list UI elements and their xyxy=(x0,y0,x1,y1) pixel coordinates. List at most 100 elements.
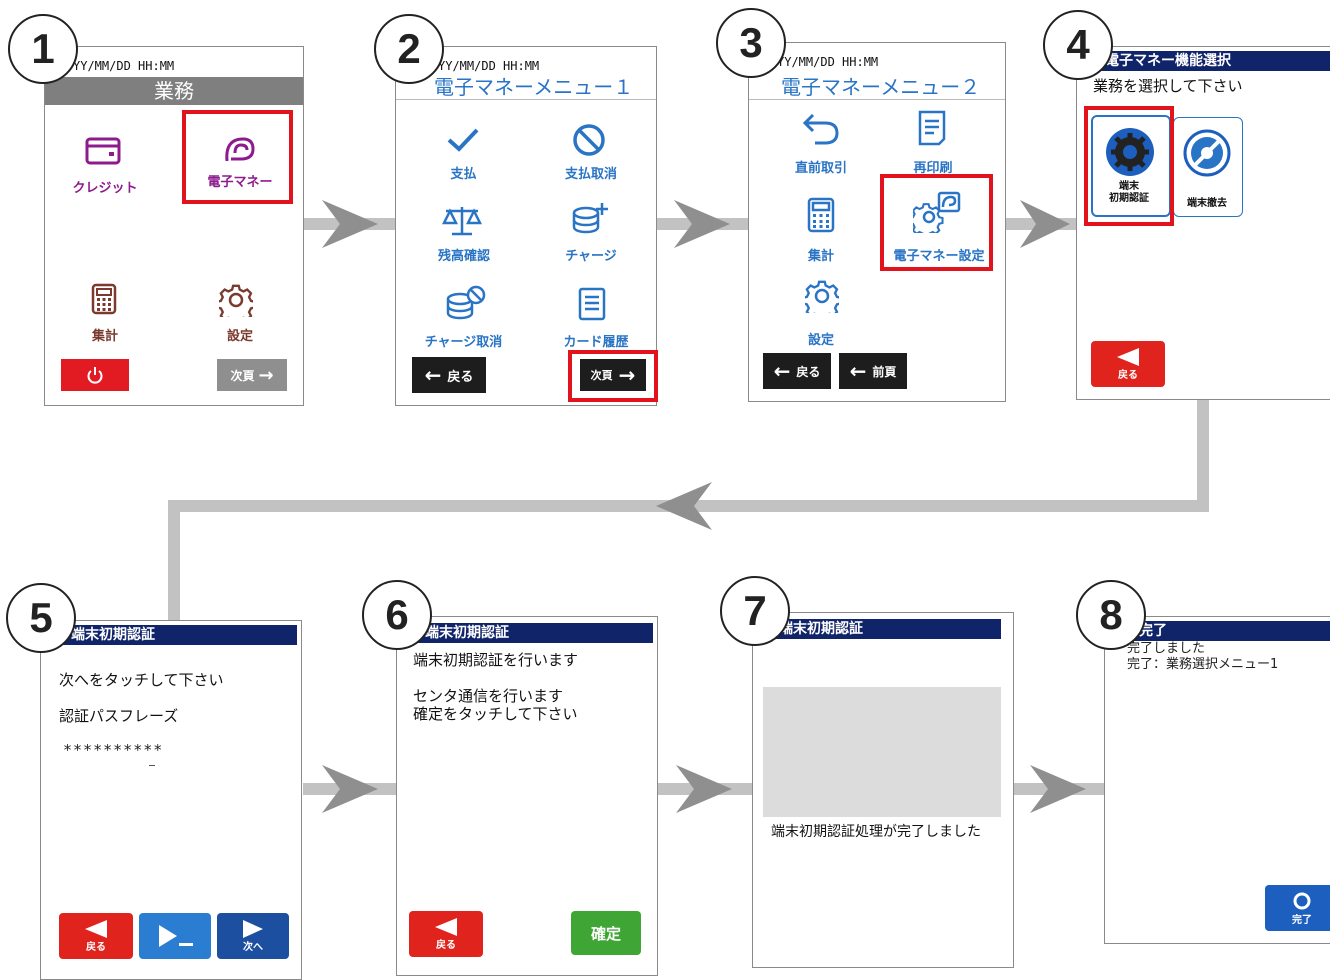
screen-header: 端末初期認証 xyxy=(41,625,297,645)
screen-5-auth-passphrase: 端末初期認証 次へをタッチして下さい 認証パスフレーズ ********** 戻… xyxy=(40,620,302,980)
back-button[interactable]: ←戻る xyxy=(412,357,486,393)
next-page-button[interactable]: 次頁→ xyxy=(217,359,287,391)
highlight-terminal-auth xyxy=(1084,106,1174,226)
terminal-auth-label: 端末 初期認証 xyxy=(1109,181,1149,204)
triangle-left-icon xyxy=(1117,347,1139,366)
balance-scale-icon xyxy=(442,207,482,236)
step-number-4: 4 xyxy=(1043,10,1113,80)
terminal-auth-button[interactable]: 端末 初期認証 xyxy=(1091,115,1171,217)
prev-transaction-button[interactable]: 直前取引 xyxy=(794,161,847,176)
power-icon xyxy=(87,367,103,384)
arrow-left-icon: ← xyxy=(773,359,791,383)
terminal-remove-button[interactable]: 端末撤去 xyxy=(1173,117,1243,217)
passphrase-label: 認証パスフレーズ xyxy=(59,707,179,725)
credit-button[interactable]: クレジット xyxy=(72,181,138,196)
arrow-left-icon: ← xyxy=(424,363,442,387)
check-icon xyxy=(447,128,479,152)
pay-button[interactable]: 支払 xyxy=(450,167,477,182)
screen-header: 端末初期認証 xyxy=(753,619,1001,639)
settings-button[interactable]: 設定 xyxy=(807,333,834,348)
emoney-settings-button[interactable]: 電子マネー設定 xyxy=(893,249,985,264)
screen-2-emoney-menu-1: YY/MM/DD HH:MM 電子マネーメニュー１ 支払 支払取消 残高確認 チ… xyxy=(395,46,657,406)
next-button[interactable]: 次へ xyxy=(217,913,289,959)
prev-page-button[interactable]: ← 前頁 xyxy=(839,353,907,389)
back-label: 戻る xyxy=(436,939,456,951)
highlight-emoney-settings xyxy=(880,174,993,271)
reprint-button[interactable]: 再印刷 xyxy=(913,161,953,176)
emoney-button[interactable]: 電子マネー xyxy=(207,175,273,190)
triangle-left-icon xyxy=(435,917,457,936)
done-button[interactable]: 完了 xyxy=(1265,885,1330,931)
timestamp: YY/MM/DD HH:MM xyxy=(777,55,879,69)
done-text: 完了しました xyxy=(1127,641,1206,656)
info-text-2: センタ通信を行います xyxy=(413,687,564,705)
balance-button[interactable]: 残高確認 xyxy=(437,249,490,264)
card-history-icon xyxy=(578,287,606,321)
back-button[interactable]: 戻る xyxy=(59,913,133,959)
screen-header: 完了 xyxy=(1105,621,1330,641)
next-page-label: 次頁 xyxy=(590,369,613,382)
total-button[interactable]: 集計 xyxy=(807,249,834,264)
step-number-1: 1 xyxy=(8,14,78,84)
charge-button[interactable]: チャージ xyxy=(565,249,617,264)
back-button[interactable]: 戻る xyxy=(409,911,483,957)
step-number-6: 6 xyxy=(362,580,432,650)
gear-icon xyxy=(805,280,839,313)
settings-button[interactable]: 設定 xyxy=(226,329,253,344)
passphrase-field[interactable]: ********** xyxy=(63,741,164,759)
timestamp: YY/MM/DD HH:MM xyxy=(73,59,175,73)
back-button[interactable]: ← 戻る xyxy=(763,353,831,389)
gear-remove-icon xyxy=(1183,129,1231,177)
receipt-icon xyxy=(918,110,946,146)
enter-arrow-icon xyxy=(159,925,193,947)
terminal-remove-label: 端末撤去 xyxy=(1187,198,1227,209)
circle-icon xyxy=(1293,892,1311,909)
cursor xyxy=(149,765,155,766)
triangle-right-icon xyxy=(243,919,263,938)
next-page-button[interactable]: 次頁 → xyxy=(580,359,646,391)
prev-page-label: 前頁 xyxy=(872,364,897,379)
card-history-button[interactable]: カード履歴 xyxy=(563,335,629,350)
arrow-right-icon: → xyxy=(618,363,636,387)
menu-title: 電子マネーメニュー２ xyxy=(781,75,981,99)
back-label: 戻る xyxy=(1118,369,1138,381)
step-number-8: 8 xyxy=(1076,580,1146,650)
step-number-2: 2 xyxy=(374,14,444,84)
screen-1-business-menu: YY/MM/DD HH:MM 業務 クレジット 電子マネー 集計 設定 次頁→ xyxy=(44,46,304,406)
next-page-label: 次頁 xyxy=(230,368,255,383)
input-enter-button[interactable] xyxy=(139,913,211,959)
pay-cancel-button[interactable]: 支払取消 xyxy=(564,167,617,182)
charge-cancel-button[interactable]: チャージ取消 xyxy=(424,335,503,350)
screen-header: 端末初期認証 xyxy=(397,623,653,643)
screen-header: 業務 xyxy=(45,77,303,105)
charge-icon xyxy=(572,203,608,234)
cancel-icon xyxy=(573,124,605,156)
screen-4-function-select: 電子マネー機能選択 業務を選択して下さい 端末 初期認証 端末撤去 戻る xyxy=(1076,46,1330,400)
arrow-left-icon: ← xyxy=(849,359,867,383)
gear-badge-icon xyxy=(1106,128,1154,176)
screen-header: 電子マネー機能選択 xyxy=(1077,51,1330,71)
back-button[interactable]: 戻る xyxy=(1091,341,1165,387)
total-button[interactable]: 集計 xyxy=(91,329,118,344)
step-number-5: 5 xyxy=(6,583,76,653)
screen-3-emoney-menu-2: YY/MM/DD HH:MM 電子マネーメニュー２ 直前取引 再印刷 集計 電子… xyxy=(748,42,1006,402)
screen-8-done: 完了 完了しました 完了：業務選択メニュー1 完了 xyxy=(1104,616,1330,944)
done-menu-text: 完了：業務選択メニュー1 xyxy=(1127,657,1279,672)
screen-7-auth-complete: 端末初期認証 端末初期認証処理が完了しました xyxy=(752,612,1014,968)
calculator-icon xyxy=(807,197,835,233)
menu-title: 電子マネーメニュー１ xyxy=(434,75,634,99)
progress-area xyxy=(763,687,1001,817)
emoney-settings-icon xyxy=(913,191,961,233)
screen-6-auth-confirm: 端末初期認証 端末初期認証を行います センタ通信を行います 確定をタッチして下さ… xyxy=(396,616,658,976)
next-label: 次へ xyxy=(243,941,263,953)
confirm-button[interactable]: 確定 xyxy=(571,911,641,955)
power-button[interactable] xyxy=(61,359,129,391)
back-label: 戻る xyxy=(86,941,106,953)
calculator-icon xyxy=(91,283,117,315)
back-label: 戻る xyxy=(796,364,821,379)
highlight-emoney xyxy=(182,110,293,204)
highlight-next-page xyxy=(568,350,658,402)
credit-card-icon xyxy=(85,137,121,165)
step-number-3: 3 xyxy=(716,8,786,78)
